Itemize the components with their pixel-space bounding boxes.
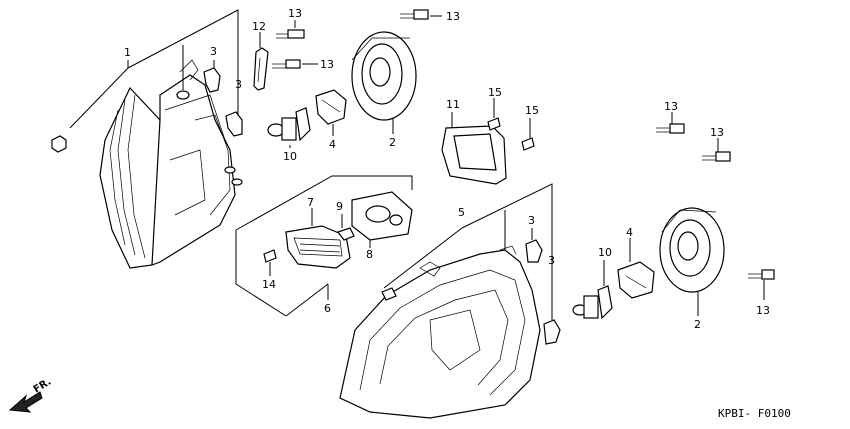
screw-15-b — [521, 137, 535, 151]
callout-10-a: 10 — [283, 150, 297, 163]
bulb-10-lower — [572, 285, 613, 320]
callout-15-a: 15 — [488, 86, 502, 99]
bolt-13-f — [748, 269, 775, 280]
callout-4-b: 4 — [626, 226, 633, 239]
diagram-code: KPBI- F0100 — [718, 407, 791, 420]
callout-15-b: 15 — [525, 104, 539, 117]
headlight-assembly-lower — [339, 245, 541, 419]
screw-14 — [263, 249, 277, 263]
screw-upper-left — [51, 135, 67, 153]
callout-14: 14 — [262, 278, 276, 291]
assembly-6-bracket — [235, 175, 413, 317]
callout-3-d: 3 — [548, 254, 555, 267]
callout-13-b: 13 — [320, 58, 334, 71]
callout-2-b: 2 — [694, 318, 701, 331]
bolt-13-d — [656, 123, 685, 134]
headlight-assembly-upper — [99, 59, 243, 269]
callout-6: 6 — [324, 302, 331, 315]
callout-9: 9 — [336, 200, 343, 213]
clip-3-upper-b — [225, 111, 243, 137]
dust-cover-2-upper — [351, 31, 417, 121]
callout-13-f: 13 — [756, 304, 770, 317]
front-label: FR. — [32, 376, 54, 395]
callout-3-b: 3 — [235, 78, 242, 91]
callout-12: 12 — [252, 20, 266, 33]
callout-5: 5 — [458, 206, 465, 219]
bolt-13-e — [702, 151, 731, 162]
callout-3-a: 3 — [210, 45, 217, 58]
bracket-12 — [253, 47, 269, 91]
callout-1: 1 — [124, 46, 131, 59]
callout-3-c: 3 — [528, 214, 535, 227]
callout-13-a: 13 — [288, 7, 302, 20]
socket-4-lower — [617, 261, 655, 299]
side-lens-7 — [285, 225, 351, 269]
callout-10-b: 10 — [598, 246, 612, 259]
socket-4-upper — [315, 89, 347, 125]
bolt-13-b — [272, 59, 301, 69]
callout-7: 7 — [307, 196, 314, 209]
clip-3-upper-a — [203, 67, 221, 93]
bolt-13-a — [276, 29, 305, 39]
clip-3-lower-a — [525, 239, 543, 263]
dust-cover-2-lower — [659, 207, 725, 293]
clip-3-lower-b — [543, 319, 561, 345]
callout-4-a: 4 — [329, 138, 336, 151]
bulb-10-upper — [267, 107, 311, 142]
front-arrow-icon — [8, 391, 43, 413]
callout-2-a: 2 — [389, 136, 396, 149]
callout-11: 11 — [446, 98, 460, 111]
screw-15-a — [487, 117, 501, 131]
bulb-9 — [337, 227, 355, 241]
leader-1b — [127, 9, 239, 125]
callout-13-d: 13 — [664, 100, 678, 113]
screw-lower-left — [381, 287, 397, 301]
side-housing-8 — [351, 191, 413, 241]
lamp-11 — [441, 125, 507, 185]
callout-8: 8 — [366, 248, 373, 261]
bolt-13-c — [400, 9, 429, 20]
callout-13-c: 13 — [446, 10, 460, 23]
leader-5 — [383, 227, 463, 289]
callout-13-e: 13 — [710, 126, 724, 139]
